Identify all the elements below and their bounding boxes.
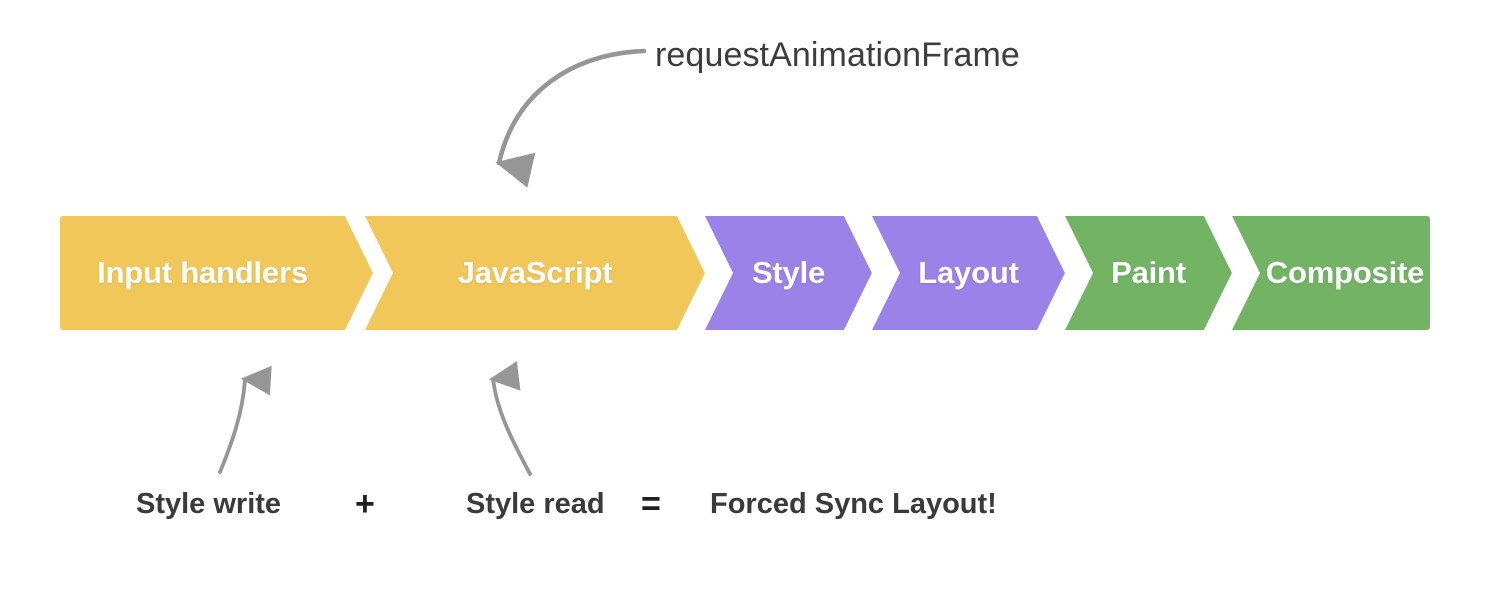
pipeline-stage-composite[interactable]: Composite xyxy=(1232,216,1430,330)
pipeline-stage-label: Composite xyxy=(1265,255,1425,290)
equation-result-forced-sync-layout: Forced Sync Layout! xyxy=(710,488,997,520)
equation-term-style-read: Style read xyxy=(466,488,605,520)
pipeline-stage-paint[interactable]: Paint xyxy=(1065,216,1232,330)
equation-term-style-write: Style write xyxy=(136,488,282,520)
plus-operator-icon: + xyxy=(355,485,375,523)
pipeline-stage-label: Style xyxy=(751,255,826,290)
pipeline-stage-style[interactable]: Style xyxy=(705,216,872,330)
forced-sync-layout-equation: Style write + Style read = Forced Sync L… xyxy=(0,481,1496,527)
pipeline-stage-layout[interactable]: Layout xyxy=(872,216,1065,330)
raf-arrow xyxy=(495,48,647,188)
pipeline-stage-label: Paint xyxy=(1111,255,1186,290)
pipeline-stage-label: JavaScript xyxy=(457,255,613,290)
style-write-arrow xyxy=(218,365,272,474)
style-read-arrow xyxy=(488,361,532,476)
frame-pipeline-bar: Input handlers JavaScript Style Layout Paint… xyxy=(60,216,1430,330)
pipeline-stage-label: Input handlers xyxy=(97,255,308,290)
request-animation-frame-label: requestAnimationFrame xyxy=(655,36,1020,74)
pipeline-stage-javascript[interactable]: JavaScript xyxy=(365,216,705,330)
equals-operator-icon: = xyxy=(641,485,661,523)
pipeline-stage-label: Layout xyxy=(918,255,1019,290)
pipeline-stage-input-handlers[interactable]: Input handlers xyxy=(60,216,373,330)
